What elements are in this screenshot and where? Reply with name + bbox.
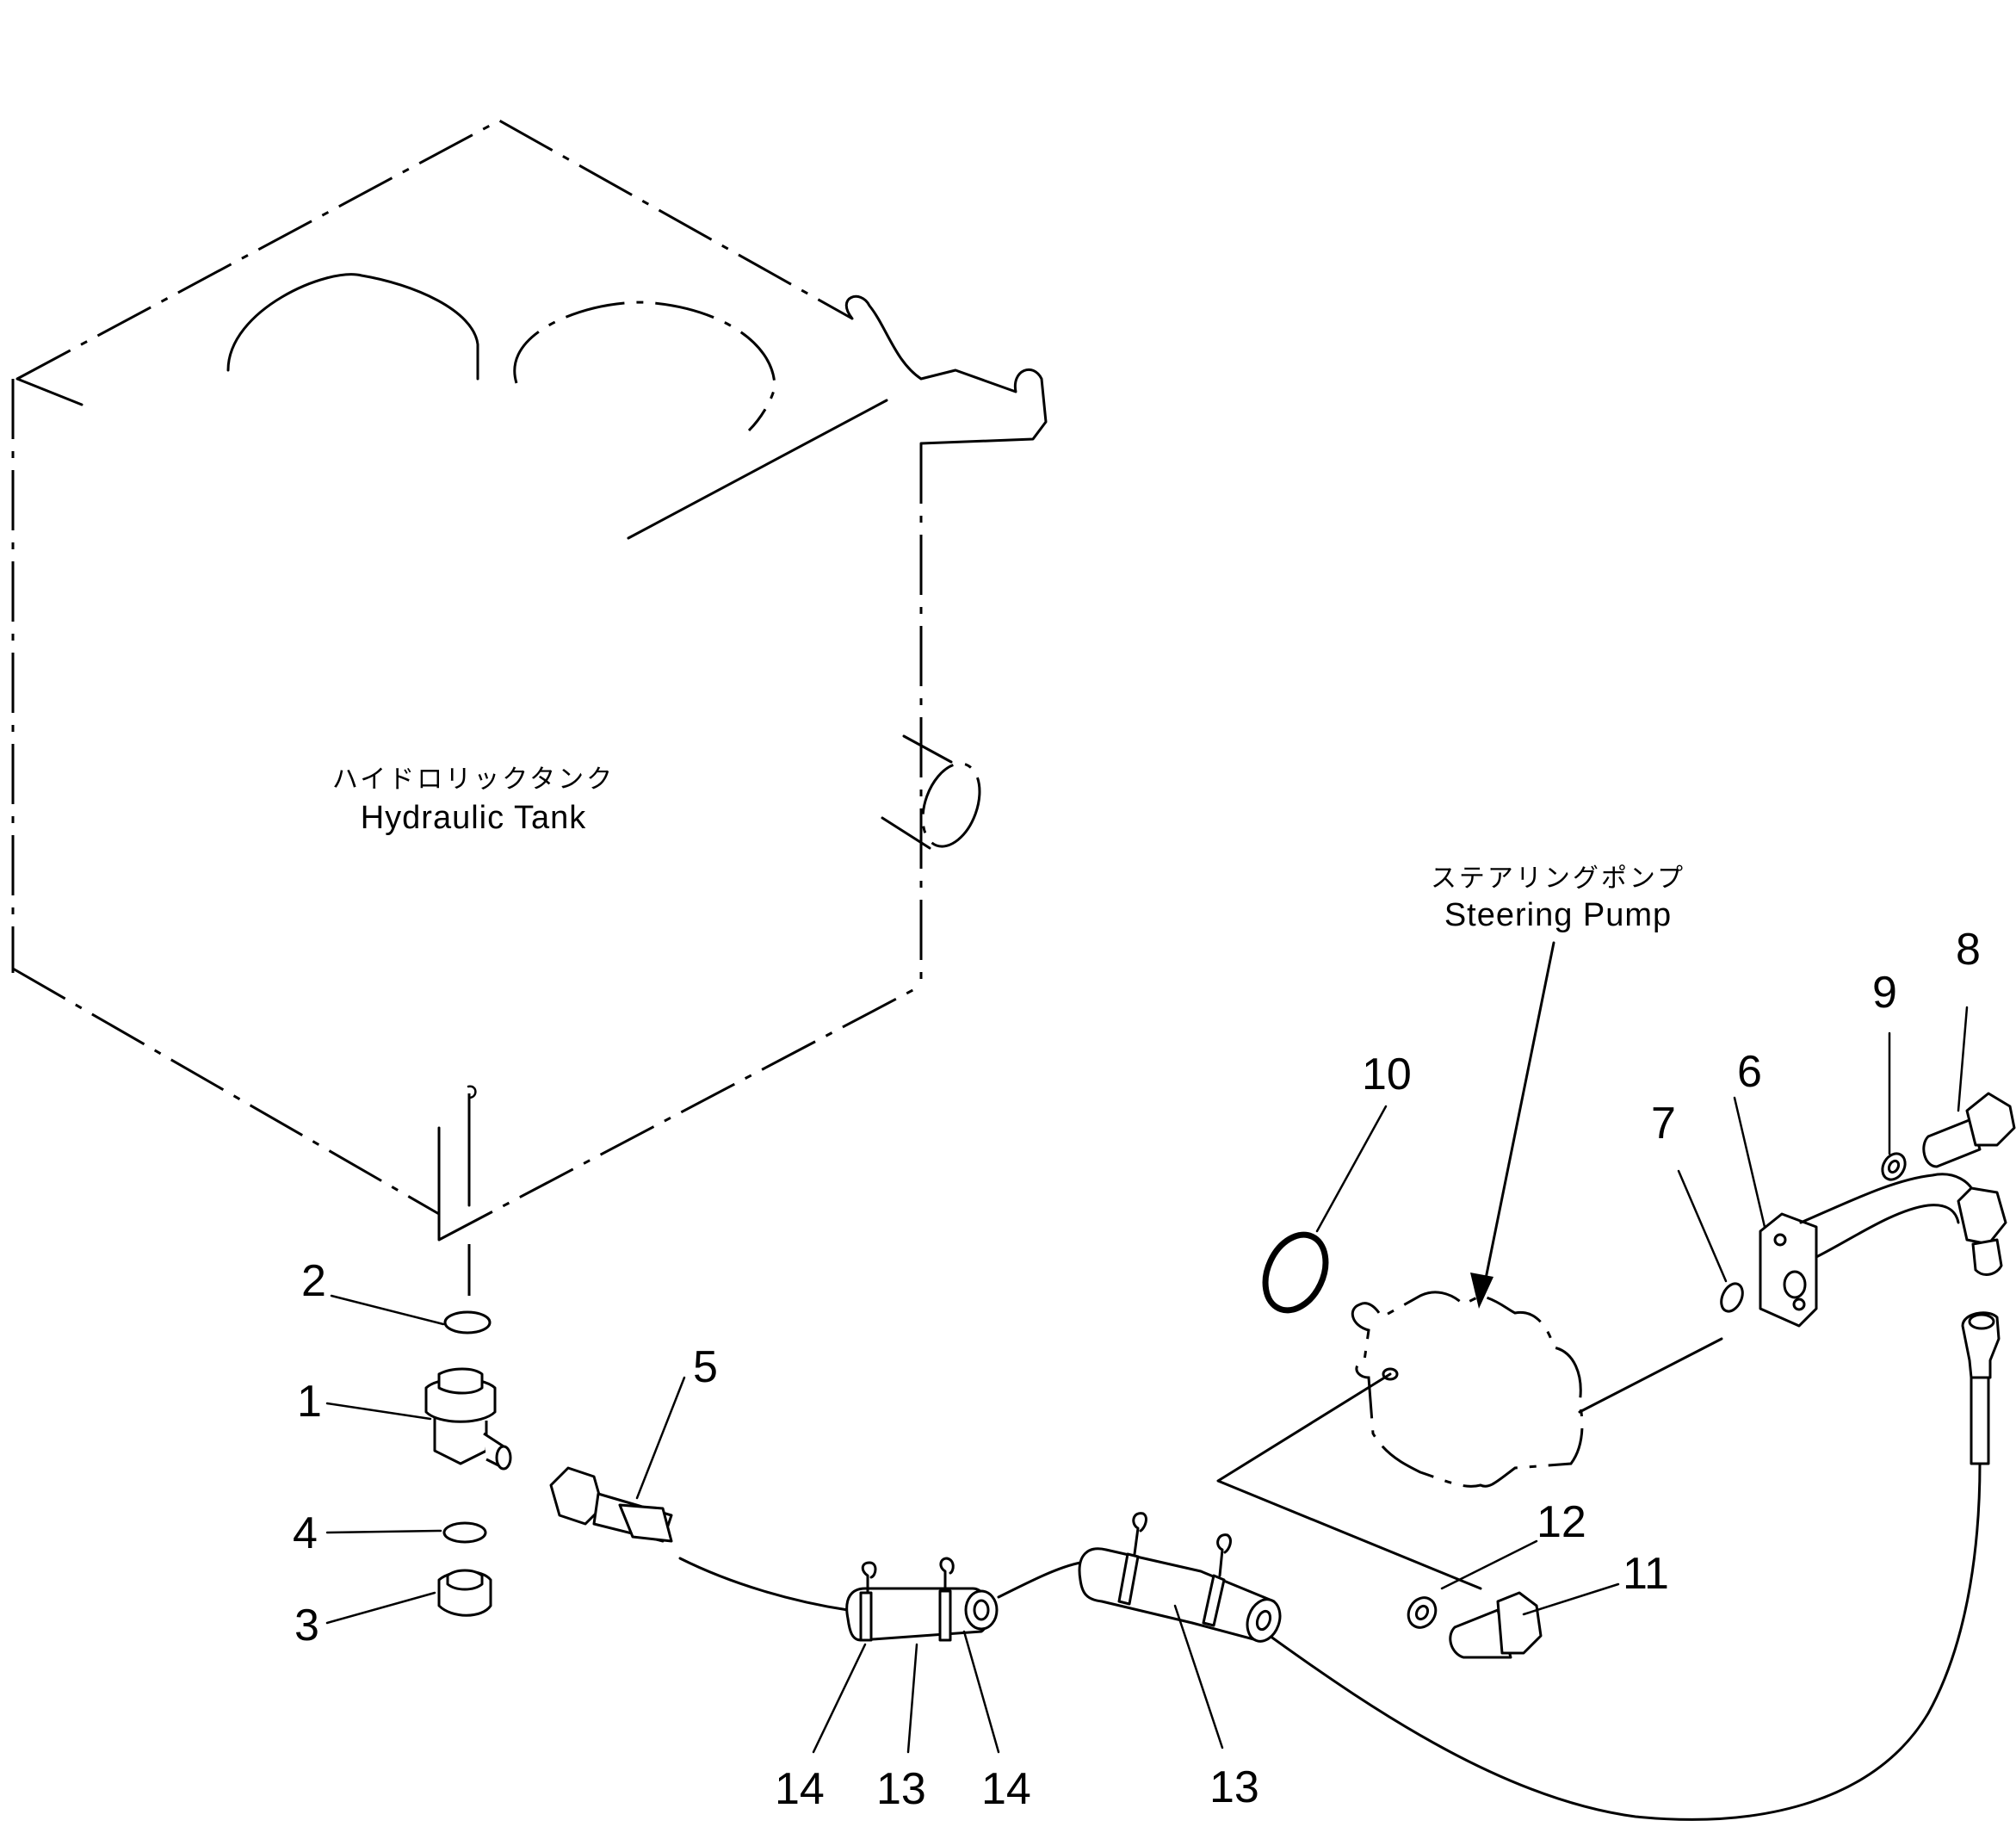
tank-label-jp: ハイドロリックタンク bbox=[332, 765, 615, 795]
o-ring-7 bbox=[1677, 1169, 1744, 1313]
callout-9: 9 bbox=[1872, 968, 1897, 1018]
callout-2: 2 bbox=[301, 1256, 326, 1306]
callout-13a: 13 bbox=[876, 1764, 926, 1814]
callout-6: 6 bbox=[1737, 1047, 1762, 1097]
hose-13-left bbox=[845, 1557, 999, 1642]
callout-14b: 14 bbox=[981, 1764, 1031, 1814]
callout-5: 5 bbox=[693, 1342, 718, 1392]
callout-3: 3 bbox=[294, 1601, 319, 1650]
callout-10: 10 bbox=[1362, 1050, 1412, 1099]
pump-label-jp: ステアリングポンプ bbox=[1431, 864, 1685, 894]
callout-4: 4 bbox=[293, 1508, 318, 1558]
bolt-8 bbox=[1922, 1006, 2016, 1168]
hose-fitting-right bbox=[1961, 1311, 2001, 1465]
callout-14a: 14 bbox=[775, 1764, 825, 1814]
plug-3 bbox=[437, 1569, 492, 1617]
callout-8: 8 bbox=[1956, 925, 1981, 975]
callout-1: 1 bbox=[297, 1377, 322, 1427]
pump-arrow bbox=[1470, 941, 1555, 1309]
callout-13b: 13 bbox=[1209, 1762, 1259, 1812]
hose-13-right bbox=[1078, 1512, 1282, 1643]
leader-lines-hoses bbox=[635, 1376, 1224, 1754]
tube-assembly-6 bbox=[1733, 1096, 2007, 1328]
pump-label-en: Steering Pump bbox=[1444, 897, 1672, 933]
tank-label-en: Hydraulic Tank bbox=[361, 800, 587, 836]
hose-assembly-5 bbox=[549, 1462, 1982, 1821]
o-ring-4 bbox=[442, 1521, 487, 1544]
steering-pump bbox=[1216, 1291, 1723, 1590]
hydraulic-tank bbox=[11, 119, 1048, 1296]
leader-lines-left bbox=[325, 1294, 445, 1625]
o-ring-10 bbox=[1262, 1105, 1388, 1314]
o-ring-2 bbox=[443, 1310, 492, 1334]
washer-12 bbox=[1407, 1539, 1538, 1629]
washer-9 bbox=[1881, 1031, 1907, 1181]
callout-12: 12 bbox=[1537, 1497, 1586, 1547]
callout-11: 11 bbox=[1623, 1549, 1669, 1599]
bolt-11 bbox=[1449, 1582, 1620, 1659]
callout-7: 7 bbox=[1651, 1099, 1676, 1149]
elbow-fitting-1 bbox=[424, 1367, 512, 1471]
